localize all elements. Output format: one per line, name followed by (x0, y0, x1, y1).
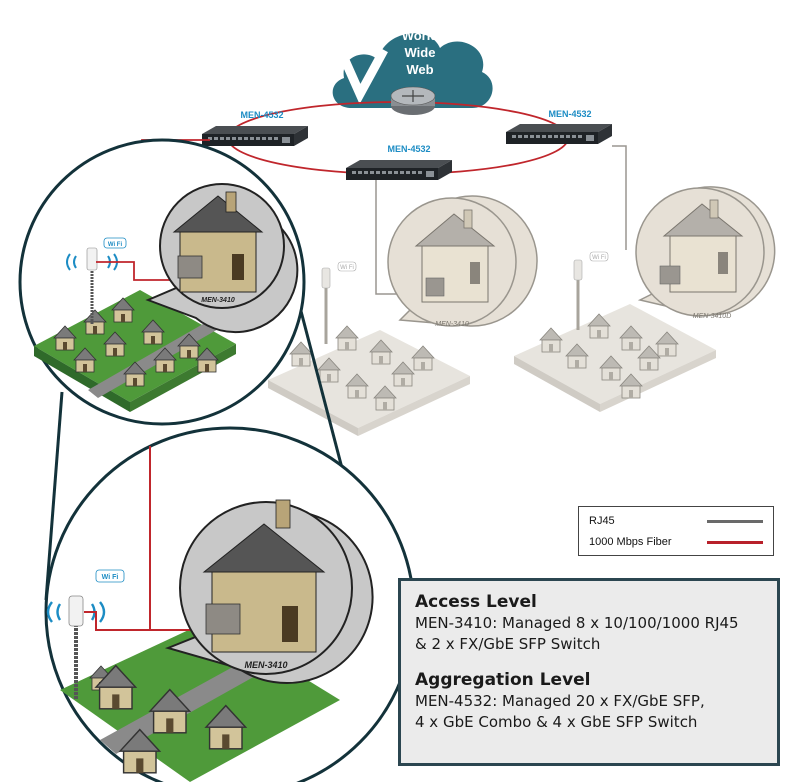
wifi-badge-middle: Wi Fi (340, 265, 354, 271)
aggregation-level-line2: 4 x GbE Combo & 4 x GbE SFP Switch (415, 713, 698, 731)
switch-center-label: MEN-4532 (387, 144, 430, 154)
access-level-line2: & 2 x FX/GbE SFP Switch (415, 635, 601, 653)
device-zoom-bottom-label: MEN-3410 (244, 660, 287, 670)
device-mid-label: MEN-3410 (435, 321, 469, 328)
wifi-badge-top: Wi Fi (108, 242, 123, 248)
info-box: Access Level MEN-3410: Managed 8 x 10/10… (398, 578, 780, 766)
switch-right (506, 124, 612, 144)
switch-left (202, 126, 308, 146)
router-icon (390, 86, 436, 115)
switch-right-label: MEN-4532 (548, 109, 591, 119)
bubble-bottom: MEN-3410 (164, 499, 374, 684)
legend: RJ45 1000 Mbps Fiber (578, 506, 774, 556)
device-zoom-top-label: MEN-3410 (201, 297, 235, 304)
device-right-label: MEN-3410D (693, 313, 732, 320)
bubble-top: MEN-3410 (145, 183, 299, 334)
neighborhood-right: Wi Fi (514, 251, 716, 412)
aggregation-level-line1: MEN-4532: Managed 20 x FX/GbE SFP, (415, 692, 705, 710)
access-level-line1: MEN-3410: Managed 8 x 10/100/1000 RJ45 (415, 614, 739, 632)
bubble-middle: MEN-3410 (387, 195, 538, 328)
legend-rj45-swatch (707, 520, 763, 523)
cloud-label-2: Wide (405, 45, 436, 60)
cloud-label-3: Web (406, 62, 433, 77)
rj45-link-right (612, 145, 627, 250)
neighborhood-middle: Wi Fi (268, 261, 470, 436)
aggregation-level-title: Aggregation Level (415, 670, 591, 690)
wifi-badge-bottom: Wi Fi (102, 574, 119, 581)
wifi-badge-right: Wi Fi (592, 255, 606, 261)
legend-rj45-label: RJ45 (589, 515, 615, 527)
fiber-link-ap-top (96, 261, 180, 281)
bubble-right: MEN-3410D (635, 186, 776, 320)
zoom-connector-left (44, 391, 64, 601)
cloud-logo-icon (339, 47, 388, 105)
legend-fiber-swatch (707, 541, 763, 544)
switch-left-label: MEN-4532 (240, 110, 283, 120)
switch-center (346, 160, 452, 180)
cloud-label-1: World (402, 28, 439, 43)
legend-fiber-label: 1000 Mbps Fiber (589, 536, 672, 548)
access-level-title: Access Level (415, 592, 537, 612)
world-wide-web-cloud: World Wide Web (332, 28, 493, 108)
